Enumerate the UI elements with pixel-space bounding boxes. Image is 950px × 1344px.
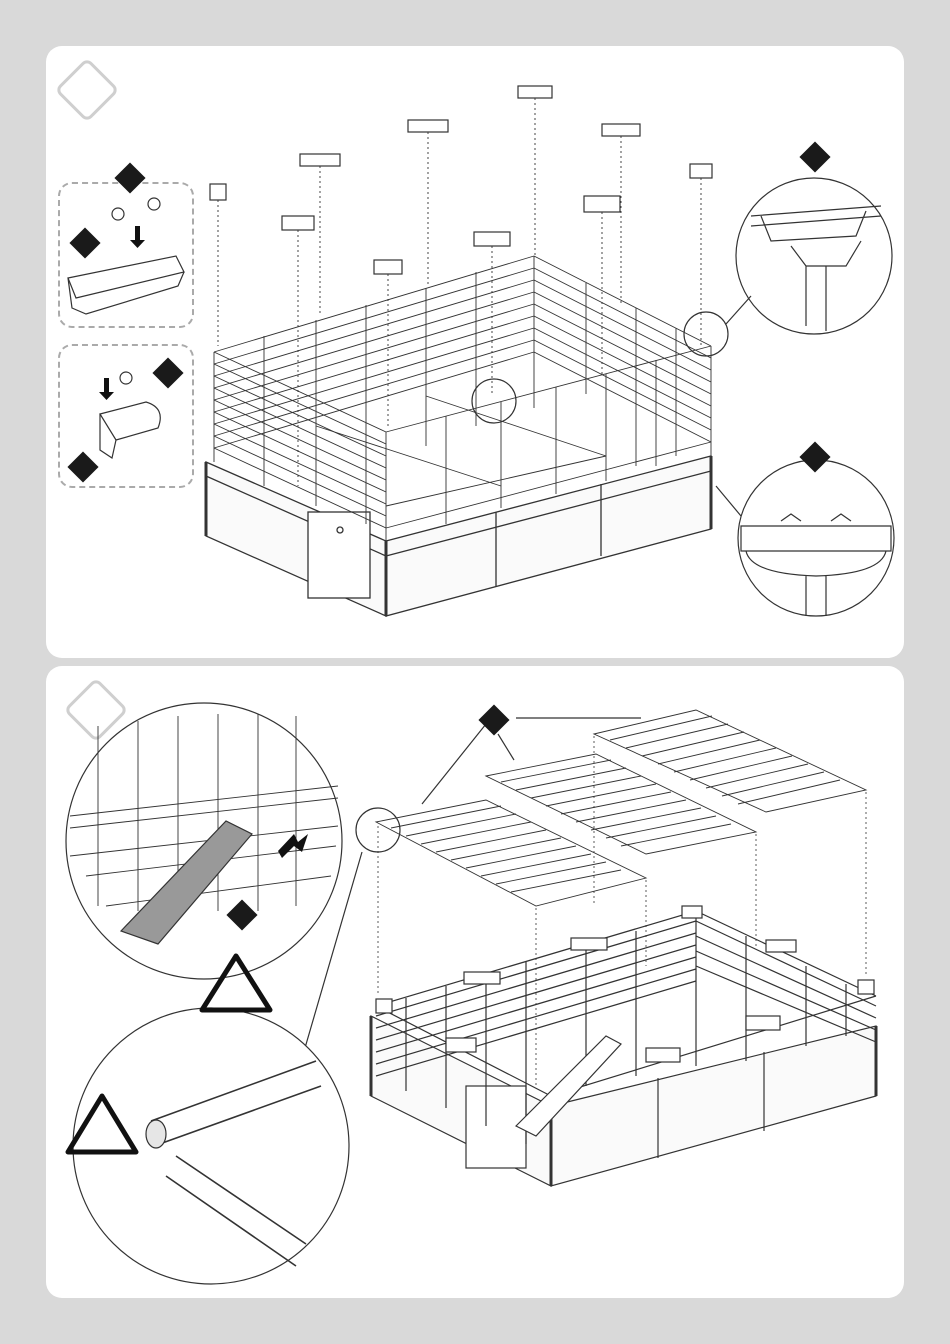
clips (210, 86, 712, 274)
assembled-cage (371, 906, 876, 1186)
assembly-diagram-step-a (46, 46, 904, 658)
drop-lines (218, 98, 701, 486)
part-marker-icon (67, 141, 830, 482)
step-panel-top (46, 46, 904, 658)
clip-detail-art-2 (100, 372, 160, 458)
assembly-diagram-step-b (46, 666, 904, 1298)
step-panel-bottom (46, 666, 904, 1298)
roof-panels (376, 710, 866, 906)
rod-detail-circle (73, 1008, 349, 1284)
